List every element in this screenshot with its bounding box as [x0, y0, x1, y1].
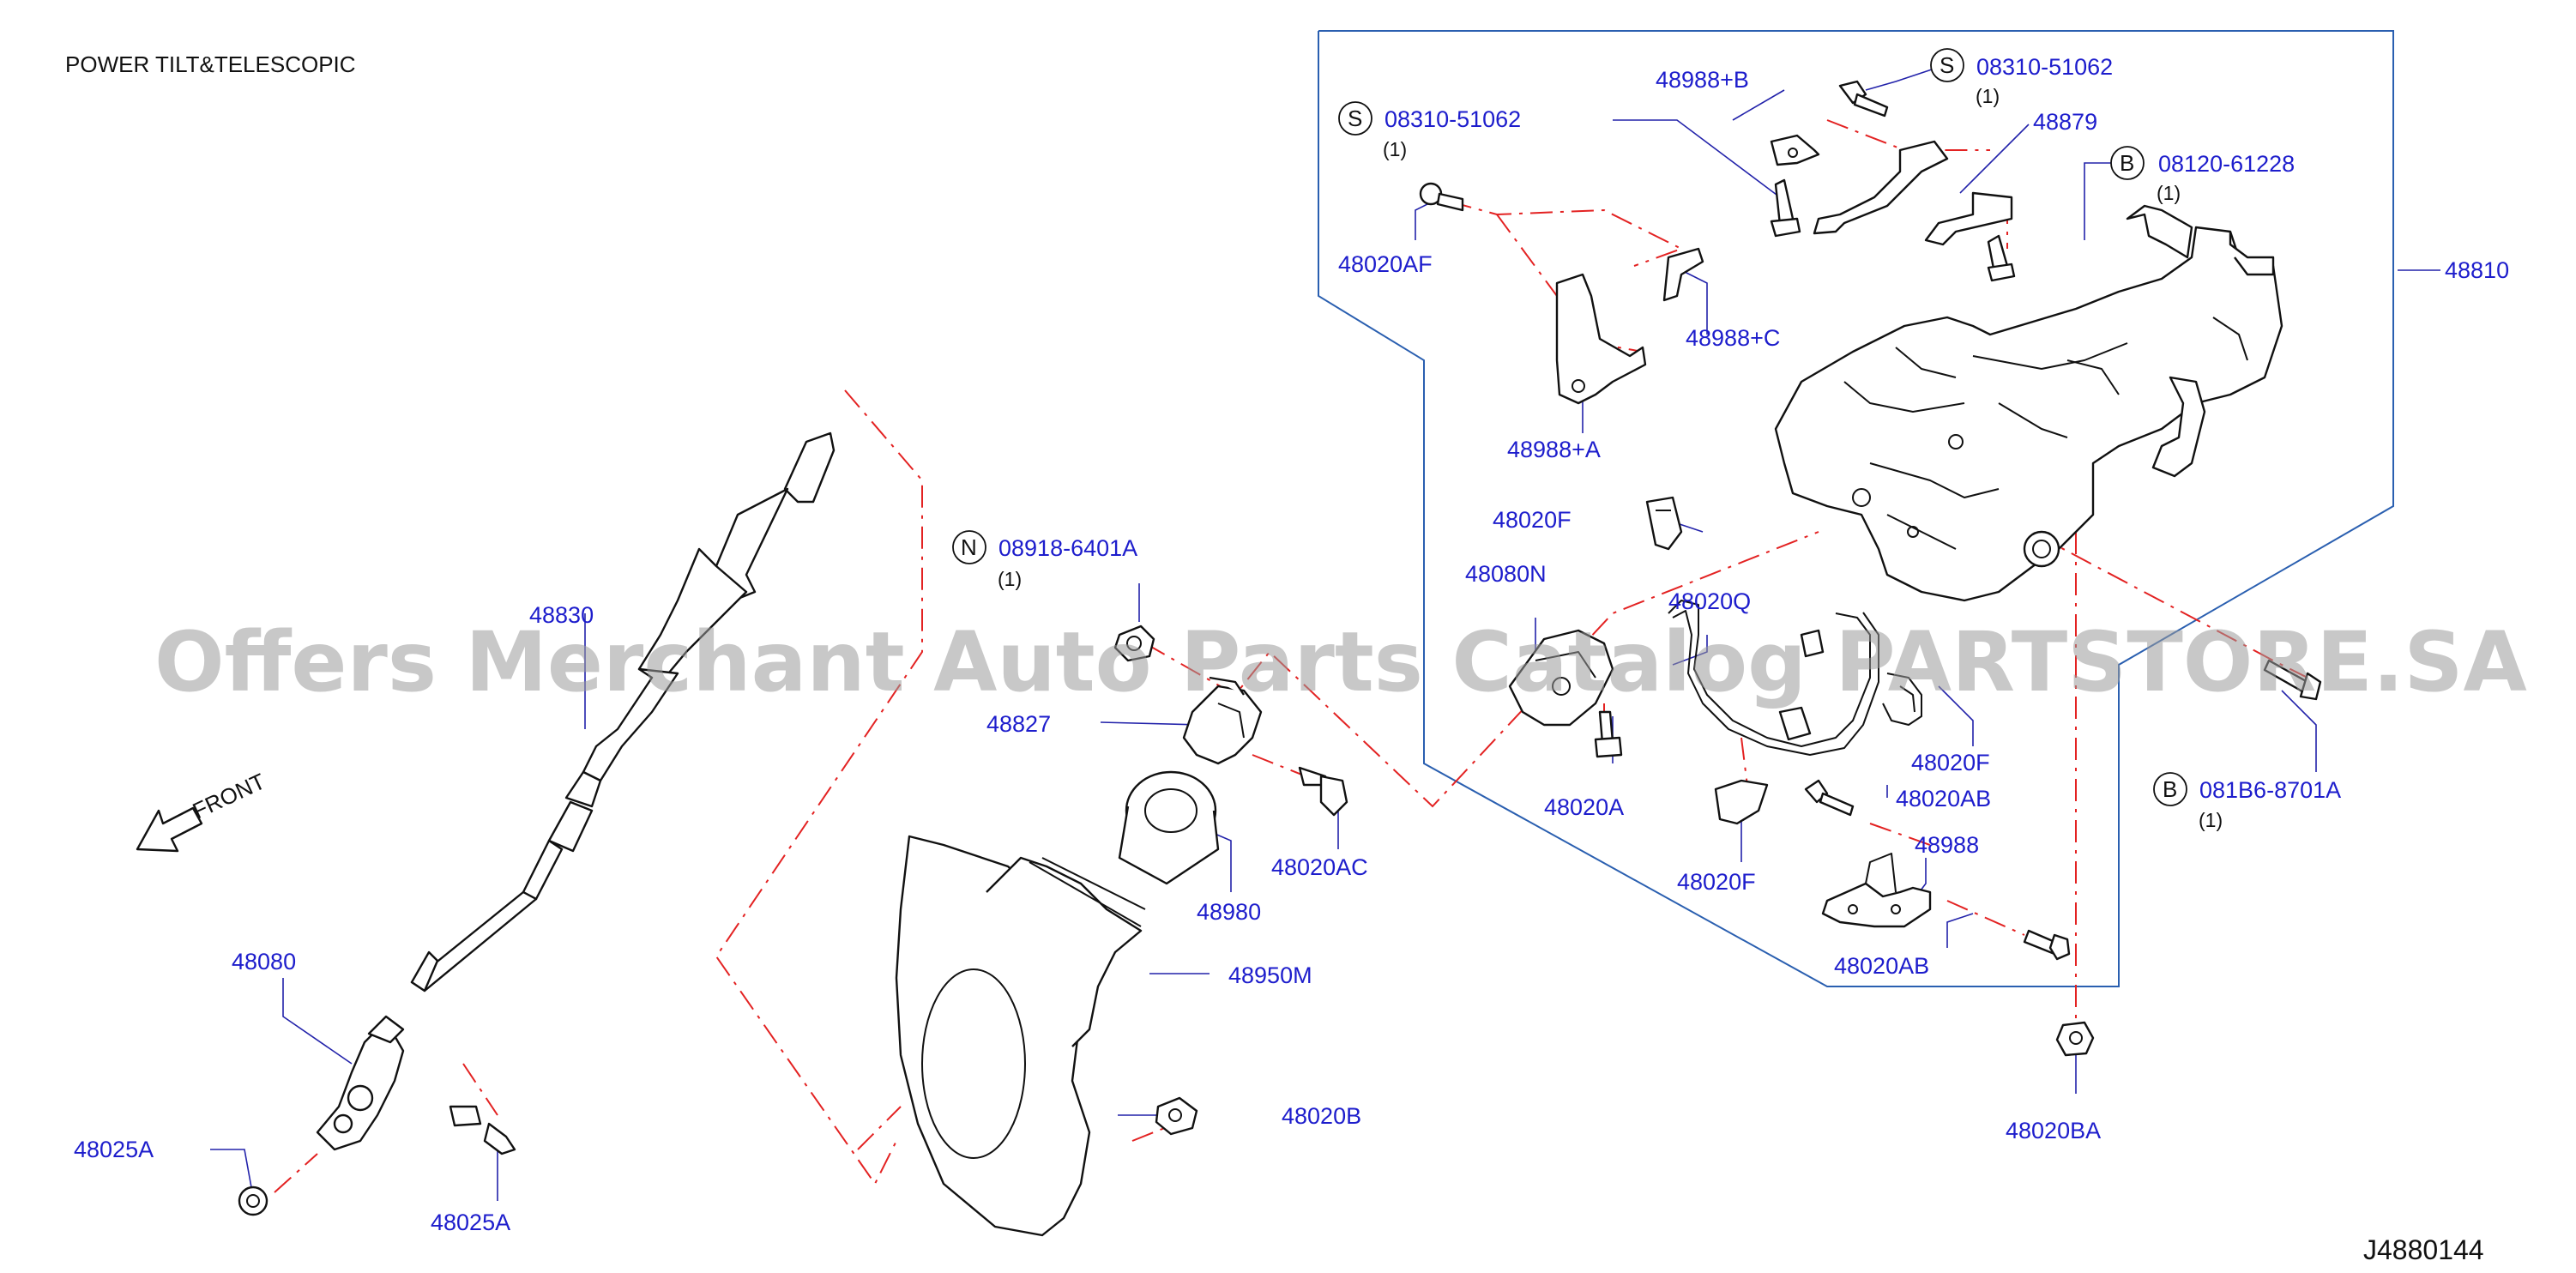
nut-48020ba: [2055, 1021, 2095, 1057]
callout-081b6-qty: (1): [2199, 809, 2223, 831]
symbol-s-left: S: [1338, 101, 1372, 136]
callout-48988[interactable]: 48988: [1915, 832, 1979, 858]
callout-48879[interactable]: 48879: [2033, 109, 2097, 135]
steering-column-assembly-48810: [1774, 204, 2283, 602]
clip-48020f-2: [1882, 673, 1922, 726]
grommet-48980: [1118, 770, 1220, 885]
callout-48988-a[interactable]: 48988+A: [1507, 437, 1601, 462]
wire-harness-48020q: [1668, 600, 1879, 756]
diagram-title: POWER TILT&TELESCOPIC: [65, 51, 356, 77]
bracket-48988-c: [1662, 247, 1704, 302]
bolt-48020ac: [1298, 766, 1348, 817]
callout-08918-qty: (1): [998, 568, 1022, 590]
callout-08120-61228[interactable]: 08120-61228: [2158, 151, 2295, 177]
callout-48020af[interactable]: 48020AF: [1338, 251, 1433, 277]
callout-48025a-left[interactable]: 48025A: [74, 1137, 154, 1162]
bracket-48879: [1813, 140, 2013, 246]
bolt-08120: [1987, 234, 2016, 282]
bolt-48025a-right: [449, 1105, 516, 1155]
callout-48020ac[interactable]: 48020AC: [1271, 854, 1368, 880]
callout-48025a-right[interactable]: 48025A: [431, 1210, 510, 1235]
callout-48080[interactable]: 48080: [232, 949, 296, 974]
bolt-081b6: [2263, 659, 2322, 701]
symbol-b-right: B: [2153, 772, 2187, 806]
bracket-48988-b: [1770, 134, 1820, 166]
callout-48810[interactable]: 48810: [2445, 257, 2509, 283]
callout-48020ba[interactable]: 48020BA: [2006, 1118, 2101, 1143]
svg-text:B: B: [2163, 776, 2177, 802]
callout-48020f-1[interactable]: 48020F: [1493, 507, 1572, 533]
callout-08918-6401a[interactable]: 08918-6401A: [998, 535, 1137, 561]
bolt-48020a: [1594, 710, 1623, 758]
bolt-48025a-left: [238, 1186, 268, 1216]
bolt-48020af: [1419, 182, 1464, 212]
bolt-08310-top: [1838, 80, 1889, 118]
callout-48020ab-upper[interactable]: 48020AB: [1896, 786, 1991, 811]
clip-48020f-1: [1645, 496, 1683, 551]
callout-08310-51062-left[interactable]: 08310-51062: [1385, 106, 1521, 132]
clip-48020f-3: [1714, 779, 1769, 825]
symbol-b-top: B: [2110, 146, 2145, 180]
svg-text:S: S: [1348, 106, 1362, 131]
callout-48020ab-lower[interactable]: 48020AB: [1834, 953, 1929, 979]
connector-48080n: [1508, 629, 1614, 727]
callout-48020a[interactable]: 48020A: [1544, 794, 1624, 820]
callout-08310-left-qty: (1): [1383, 138, 1407, 160]
callout-48020f-2[interactable]: 48020F: [1911, 750, 1990, 775]
drawing-id: J4880144: [2363, 1234, 2484, 1265]
bracket-48988: [1821, 853, 1932, 928]
callout-081b6-8701a[interactable]: 081B6-8701A: [2199, 777, 2341, 803]
assembly-boundary-48810: [1318, 30, 2394, 987]
callout-48020f-3[interactable]: 48020F: [1677, 869, 1756, 895]
front-arrow: [136, 806, 203, 853]
watermark: Offers Merchant Auto Parts Catalog PARTS…: [154, 614, 2527, 710]
callout-48080n[interactable]: 48080N: [1465, 561, 1547, 587]
symbol-s-top: S: [1930, 48, 1964, 82]
callout-48830[interactable]: 48830: [529, 602, 594, 628]
callout-48020q[interactable]: 48020Q: [1668, 588, 1751, 614]
callout-48827[interactable]: 48827: [986, 711, 1051, 737]
bracket-48988-a: [1555, 273, 1647, 405]
callout-08310-51062-top[interactable]: 08310-51062: [1976, 54, 2113, 80]
nut-48020b: [1155, 1096, 1198, 1136]
svg-text:N: N: [961, 534, 977, 560]
callout-08310-top-qty: (1): [1976, 85, 2000, 107]
boot-48950m: [895, 835, 1146, 1237]
svg-text:B: B: [2120, 150, 2134, 176]
svg-text:S: S: [1940, 52, 1954, 78]
leader-lines: [210, 68, 2440, 1201]
callout-08120-qty: (1): [2157, 182, 2181, 204]
nut-08918: [1113, 624, 1155, 662]
symbol-n: N: [952, 530, 986, 564]
bolt-vertical-center: [1770, 178, 1801, 238]
bolt-48020ab-lower: [2023, 929, 2071, 961]
callout-48950m[interactable]: 48950M: [1228, 962, 1312, 988]
universal-joint-48080: [316, 1015, 405, 1151]
callout-48988-b[interactable]: 48988+B: [1656, 67, 1749, 93]
callout-48988-c[interactable]: 48988+C: [1686, 325, 1780, 351]
front-label: FRONT: [189, 768, 269, 824]
callout-48020b[interactable]: 48020B: [1282, 1103, 1361, 1129]
callout-48980[interactable]: 48980: [1197, 899, 1261, 925]
bolt-48020ab-upper: [1804, 779, 1855, 817]
intermediate-shaft-48830: [410, 431, 836, 992]
bracket-48827: [1182, 676, 1263, 765]
